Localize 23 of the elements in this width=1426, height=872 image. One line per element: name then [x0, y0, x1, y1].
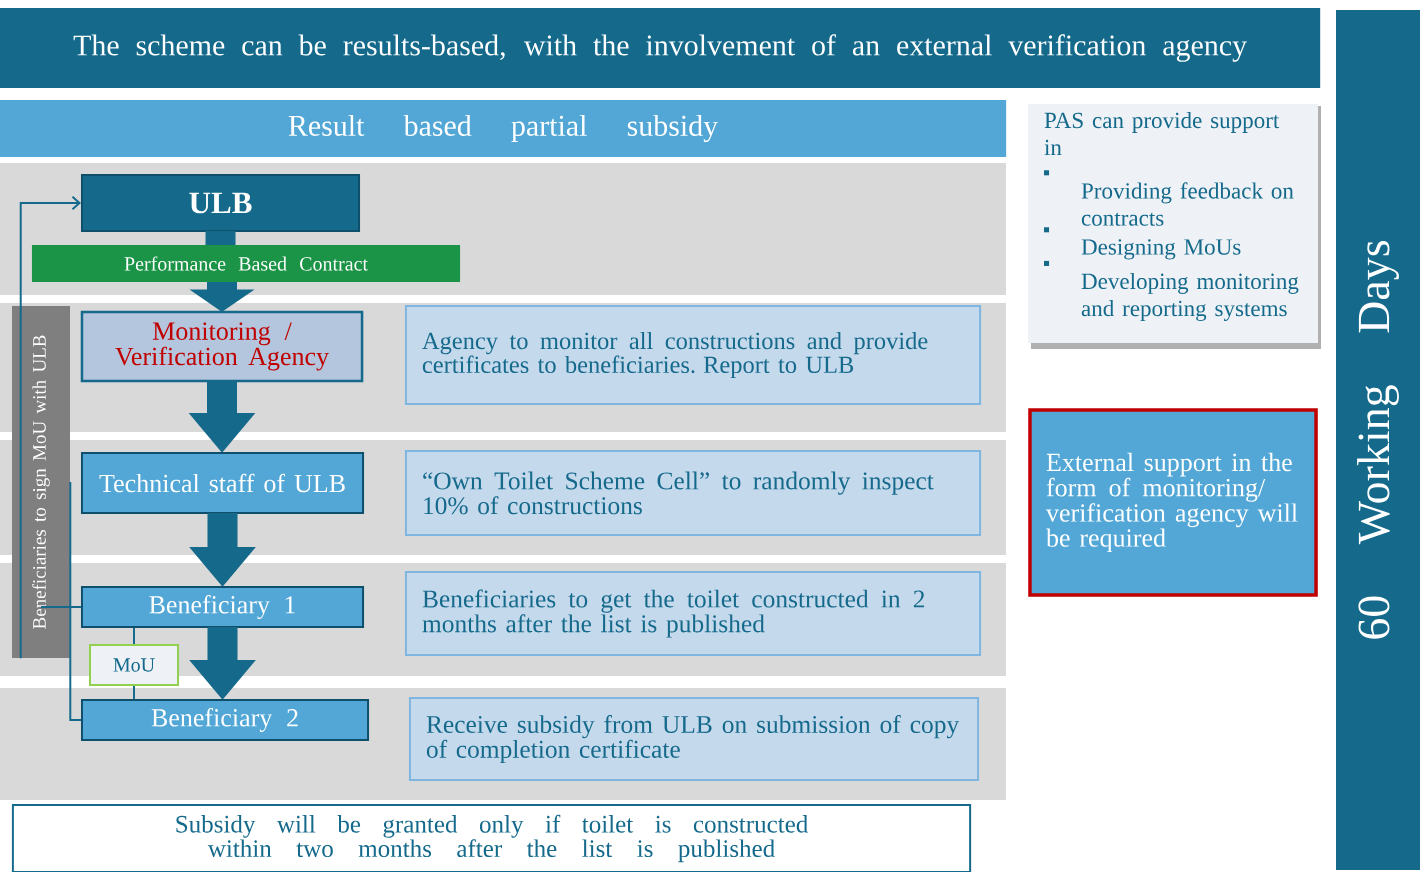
connector-line — [69, 481, 82, 721]
title-banner: The scheme can be results-based, with the involvement of an external verification agency — [0, 8, 1321, 88]
mou-box: MoU — [89, 644, 179, 686]
support-box: PAS can provide support in Providing feedback on contracts Designing MoUs Developing monitoring and reporting systems — [1027, 103, 1319, 344]
connector-line — [40, 606, 82, 608]
process-box: Beneficiary 1 — [80, 586, 365, 628]
process-box: Monitoring / Verification Agency — [80, 310, 364, 383]
section-band: Result based partial subsidy — [0, 100, 1007, 157]
contract-bar: Performance Based Contract — [31, 245, 461, 282]
process-box: Beneficiary 2 — [80, 699, 370, 741]
note-box: Subsidy will be granted only if toilet is constructed within two months after the list is published — [11, 804, 972, 872]
connector-line — [133, 685, 135, 700]
description-box: Beneficiaries to get the toilet constructed in 2 months after the list is published — [404, 571, 982, 656]
process-box: Technical staff of ULB — [80, 452, 365, 514]
process-box: ULB — [80, 174, 361, 232]
highlight-box: External support in the form of monitoring/ verification agency will be required — [1028, 408, 1318, 597]
description-box: Receive subsidy from ULB on submission of copy of completion certificate — [408, 697, 980, 781]
side-bar: Beneficiaries to sign MoU with ULB — [12, 305, 70, 659]
timeline-band: 60 Working Days — [1336, 9, 1420, 871]
arrow — [19, 195, 81, 660]
description-box: Agency to monitor all constructions and provide certificates to beneficiaries. Report to ULB — [404, 305, 982, 405]
description-box: “Own Toilet Scheme Cell” to randomly inspect 10% of constructions — [404, 450, 982, 536]
connector-line — [133, 627, 135, 645]
